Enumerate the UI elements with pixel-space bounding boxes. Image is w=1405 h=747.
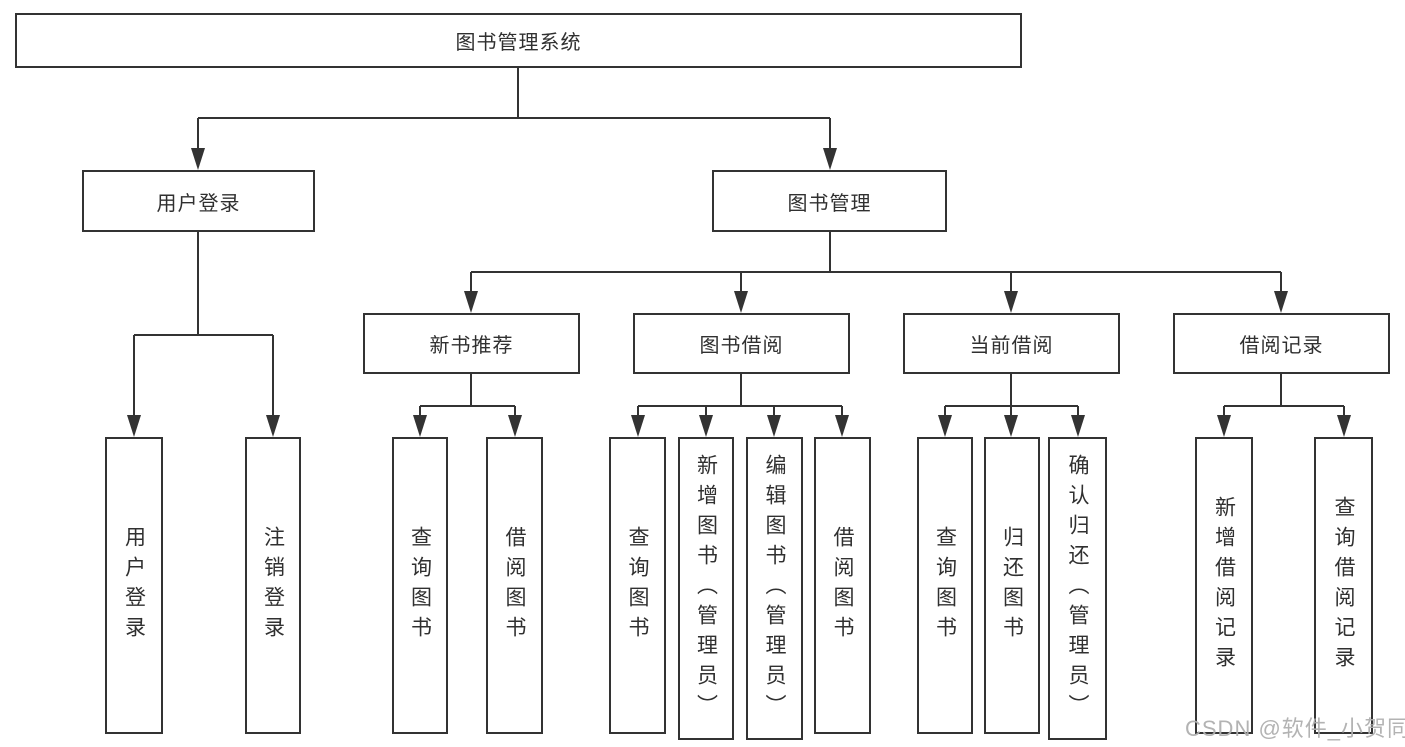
node-label: 图书管理: [787, 192, 872, 215]
leaf-logout: 注销登录: [245, 437, 301, 734]
leaf-query-books-1: 查询图书: [392, 437, 448, 734]
node-label: 当前借阅: [969, 335, 1054, 357]
leaf-query-borrow-record: 查询借阅记录: [1314, 437, 1373, 734]
node-current-borrow: 当前借阅: [903, 313, 1120, 374]
node-label: 图书管理系统: [455, 32, 582, 54]
node-book-management-system: 图书管理系统: [15, 13, 1022, 68]
node-new-book-recommend: 新书推荐: [363, 313, 580, 374]
leaf-query-books-2: 查询图书: [609, 437, 666, 734]
node-label: 编辑图书（管理员）: [763, 453, 786, 724]
node-label: 图书借阅: [699, 335, 784, 357]
node-label: 确认归还（管理员）: [1066, 453, 1089, 724]
leaf-edit-book-admin: 编辑图书（管理员）: [746, 437, 803, 740]
node-label: 新增图书（管理员）: [694, 453, 718, 724]
leaf-return-book: 归还图书: [984, 437, 1040, 734]
node-label: 注销登录: [261, 525, 285, 646]
node-label: 借阅图书: [503, 525, 526, 646]
leaf-user-login: 用户登录: [105, 437, 163, 734]
node-label: 新增借阅记录: [1212, 495, 1236, 676]
node-label: 借阅图书: [831, 525, 854, 646]
node-label: 查询图书: [626, 525, 649, 646]
node-label: 用户登录: [122, 525, 146, 646]
node-book-borrow: 图书借阅: [633, 313, 850, 374]
node-borrow-records: 借阅记录: [1173, 313, 1390, 374]
node-book-management: 图书管理: [712, 170, 947, 232]
node-label: 查询图书: [408, 525, 432, 646]
node-label: 新书推荐: [429, 335, 514, 357]
csdn-watermark: CSDN @软件_小贺同学: [1185, 716, 1405, 741]
leaf-borrow-books-1: 借阅图书: [486, 437, 543, 734]
leaf-query-books-3: 查询图书: [917, 437, 973, 734]
leaf-borrow-books-2: 借阅图书: [814, 437, 871, 734]
node-label: 查询图书: [933, 525, 957, 646]
leaf-add-borrow-record: 新增借阅记录: [1195, 437, 1253, 734]
leaf-add-book-admin: 新增图书（管理员）: [678, 437, 734, 740]
node-label: 用户登录: [156, 192, 241, 215]
leaf-confirm-return-admin: 确认归还（管理员）: [1048, 437, 1107, 740]
node-label: 借阅记录: [1239, 335, 1324, 357]
node-label: 归还图书: [1000, 525, 1024, 646]
node-user-login: 用户登录: [82, 170, 315, 232]
node-label: 查询借阅记录: [1332, 495, 1355, 676]
